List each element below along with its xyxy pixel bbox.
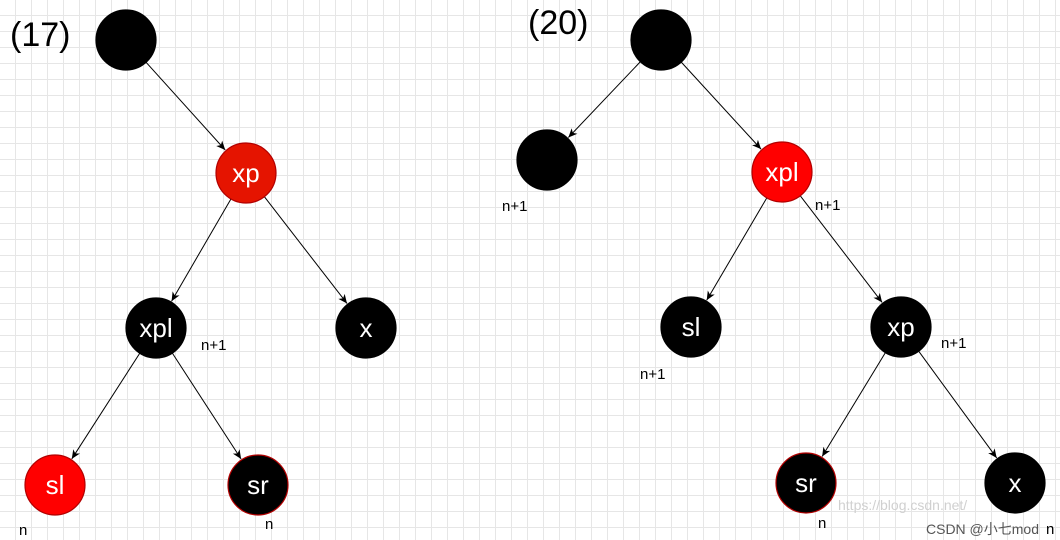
- node-circle: [984, 452, 1046, 514]
- edge-xp-sr: [821, 352, 886, 457]
- node-circle: [215, 142, 277, 204]
- node-label: sl: [682, 312, 701, 342]
- node-label: sr: [795, 468, 817, 498]
- diagram-title-17: (17): [10, 16, 71, 54]
- edge-xp-xpl: [171, 198, 232, 302]
- node-label: xp: [887, 312, 914, 342]
- node-circle: [630, 9, 692, 71]
- node-x-black: x: [984, 452, 1046, 514]
- height-annotation: n: [1046, 521, 1054, 538]
- edge-xp-x: [263, 196, 348, 304]
- node-root-black: [630, 9, 692, 71]
- height-annotation: n: [818, 515, 826, 532]
- height-annotation: n+1: [640, 366, 665, 383]
- node-label: xpl: [139, 313, 172, 343]
- edge-xpl-sl: [706, 197, 768, 301]
- node-label: x: [360, 313, 373, 343]
- watermark-credit: CSDN @小七mod: [926, 521, 1040, 537]
- node-left-black: [516, 129, 578, 191]
- node-x-black: x: [335, 297, 397, 359]
- node-sr-black: sr: [775, 452, 837, 514]
- node-circle: [24, 454, 86, 516]
- node-circle: [775, 452, 837, 514]
- node-circle: [516, 129, 578, 191]
- node-circle: [335, 297, 397, 359]
- node-label: sl: [46, 470, 65, 500]
- edge-xpl-sl: [71, 352, 141, 460]
- edge-root-xpl: [680, 61, 762, 150]
- node-circle: [660, 296, 722, 358]
- node-root-black: [95, 9, 157, 71]
- node-xp-red: xp: [215, 142, 277, 204]
- node-label: xpl: [765, 157, 798, 187]
- height-annotation: n: [265, 516, 273, 533]
- edge-root-left: [567, 61, 641, 138]
- node-circle: [95, 9, 157, 71]
- node-circle: [125, 297, 187, 359]
- node-circle: [870, 296, 932, 358]
- node-xpl-red: xpl: [751, 141, 813, 203]
- node-label: sr: [247, 470, 269, 500]
- diagram-title-20: (20): [528, 4, 589, 42]
- edge-root-xp: [145, 61, 226, 151]
- node-circle: [751, 141, 813, 203]
- edge-xp-x: [918, 350, 998, 459]
- node-sr-black: sr: [227, 454, 289, 516]
- node-xpl-black: xpl: [125, 297, 187, 359]
- node-circle: [227, 454, 289, 516]
- height-annotation: n+1: [941, 335, 966, 352]
- height-annotation: n+1: [815, 197, 840, 214]
- node-sl-red: sl: [24, 454, 86, 516]
- node-label: x: [1009, 468, 1022, 498]
- height-annotation: n+1: [201, 337, 226, 354]
- height-annotation: n: [19, 522, 27, 539]
- edge-xpl-sr: [171, 352, 242, 460]
- watermark-url: https://blog.csdn.net/: [838, 497, 968, 513]
- node-xp-black: xp: [870, 296, 932, 358]
- node-sl-black: sl: [660, 296, 722, 358]
- height-annotation: n+1: [502, 198, 527, 215]
- node-label: xp: [232, 158, 259, 188]
- edge-xpl-xp: [799, 195, 883, 303]
